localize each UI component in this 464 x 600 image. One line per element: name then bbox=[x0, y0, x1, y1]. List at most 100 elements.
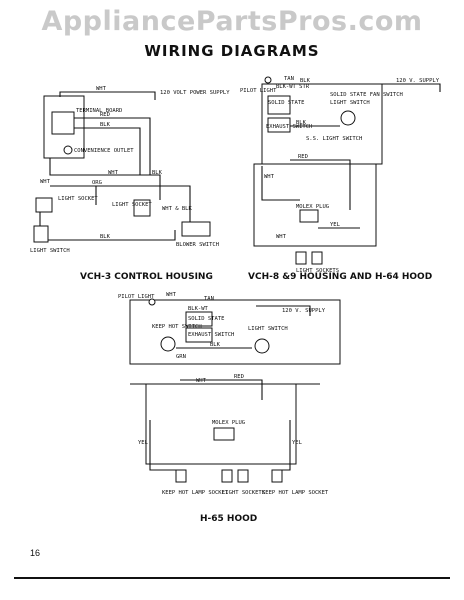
vch3-light-switch-label: LIGHT SWITCH bbox=[30, 248, 70, 254]
vch3-terminal-board bbox=[51, 111, 75, 135]
vch89-solid-state-box bbox=[267, 95, 291, 115]
vch89-molex-label: MOLEX PLUG bbox=[296, 204, 329, 210]
vch3-wht-blk-label: WHT & BLK bbox=[162, 206, 192, 212]
vch89-light-switch-label: LIGHT SWITCH bbox=[330, 100, 370, 106]
vch89-wht-wire bbox=[261, 166, 300, 201]
vch3-wht-mid-label: WHT bbox=[108, 170, 119, 176]
vch89-light-sockets-label: LIGHT SOCKETS bbox=[296, 268, 339, 274]
diagram-vch3: WHT 120 VOLT POWER SUPPLY RED BLK TERMIN… bbox=[30, 86, 230, 254]
h65-keep-hot-lamp-right bbox=[271, 469, 283, 483]
vch89-red-wire bbox=[290, 159, 351, 210]
h65-supply-wire bbox=[256, 305, 311, 316]
vch89-red-label: RED bbox=[298, 154, 308, 160]
h65-yel-right-wire bbox=[276, 420, 291, 471]
h65-grn-label: GRN bbox=[176, 354, 186, 360]
h65-keep-hot-lamp-left bbox=[175, 469, 187, 483]
page-title: WIRING DIAGRAMS bbox=[144, 42, 320, 60]
diagram-h65: PILOT LIGHT TAN BLK-WT SOLID STATE EXHAU… bbox=[118, 292, 341, 496]
vch89-supply-label: 120 V. SUPPLY bbox=[396, 78, 440, 84]
vch89-fan-note: SOLID STATE FAN SWITCH bbox=[330, 92, 403, 98]
h65-hood-box bbox=[145, 383, 297, 465]
page-number: 16 bbox=[30, 548, 41, 558]
vch3-outlet-label: CONVENIENCE OUTLET bbox=[74, 148, 134, 154]
h65-pilot-light bbox=[148, 298, 156, 306]
h65-blk-wt-label: BLK-WT bbox=[188, 306, 209, 312]
h65-keep-hot-lamp-left-label: KEEP HOT LAMP SOCKET bbox=[162, 490, 229, 496]
h65-keep-hot-switch bbox=[160, 336, 176, 352]
vch89-pilot-light bbox=[264, 76, 272, 84]
vch3-light-socket-left bbox=[35, 197, 53, 213]
vch89-wht-label: WHT bbox=[264, 174, 275, 180]
vch89-molex-plug bbox=[299, 209, 319, 223]
caption-h65: H-65 HOOD bbox=[200, 514, 258, 524]
vch3-blower-switch-label: BLOWER SWITCH bbox=[176, 242, 219, 248]
h65-light-sockets-label: LIGHT SOCKETS bbox=[222, 490, 265, 496]
h65-light-switch-label: LIGHT SWITCH bbox=[248, 326, 288, 332]
vch3-wht-top-label: WHT bbox=[96, 86, 107, 92]
h65-molex-label: MOLEX PLUG bbox=[212, 420, 245, 426]
h65-keep-hot-label: KEEP HOT SWITCH bbox=[152, 324, 202, 330]
vch3-wht-main-wire bbox=[49, 158, 161, 200]
vch3-blk-bottom-label: BLK bbox=[100, 234, 111, 240]
h65-molex-plug bbox=[213, 427, 235, 441]
vch89-exhaust-switch-box bbox=[267, 117, 291, 133]
h65-light-switch bbox=[254, 338, 270, 354]
vch89-blk-mid-label: BLK bbox=[296, 120, 307, 126]
vch3-convenience-outlet bbox=[63, 145, 73, 155]
diagram-vch8-9: PILOT LIGHT TAN BLK-WT STR SOLID STATE E… bbox=[240, 76, 441, 274]
vch89-supply-wire bbox=[330, 83, 441, 92]
vch89-exhaust-label: EXHAUST SWITCH bbox=[266, 124, 312, 130]
vch89-blk-top-label: BLK bbox=[300, 78, 311, 84]
vch3-org-label: ORG bbox=[92, 180, 102, 186]
vch89-solid-state-label: SOLID STATE bbox=[268, 100, 304, 106]
vch3-blk-label: BLK bbox=[100, 122, 111, 128]
vch3-terminal-label: TERMINAL BOARD bbox=[76, 108, 122, 114]
h65-exhaust-switch-box bbox=[185, 327, 213, 343]
h65-light-socket-left bbox=[221, 469, 233, 483]
vch3-supply-label: 120 VOLT POWER SUPPLY bbox=[160, 90, 230, 96]
vch89-housing-box bbox=[253, 163, 377, 247]
vch89-yel-label: YEL bbox=[330, 222, 341, 228]
h65-yel-left-label: YEL bbox=[138, 440, 149, 446]
h65-solid-state-box bbox=[185, 311, 213, 327]
vch89-light-switch bbox=[340, 110, 356, 126]
h65-keep-hot-lamp-right-label: KEEP HOT LAMP SOCKET bbox=[262, 490, 329, 496]
vch3-org-wire bbox=[50, 185, 191, 222]
vch89-light-socket-left bbox=[295, 251, 307, 265]
h65-control-box bbox=[129, 299, 341, 365]
h65-wht-top-label: WHT bbox=[166, 292, 177, 298]
vch3-blower-switch bbox=[181, 221, 211, 237]
vch3-wht-left-label: WHT bbox=[40, 179, 51, 185]
h65-wht-mid-label: WHT bbox=[196, 378, 207, 384]
vch89-blk-wt-str-label: BLK-WT STR bbox=[276, 84, 310, 90]
caption-vch8-9: VCH-8 &9 HOUSING AND H-64 HOOD bbox=[248, 272, 433, 282]
caption-vch3: VCH-3 CONTROL HOUSING bbox=[80, 272, 213, 282]
vch3-blk-bottom-wire bbox=[40, 230, 176, 241]
watermark: AppliancePartsPros.com bbox=[41, 6, 423, 37]
h65-red-label: RED bbox=[234, 374, 244, 380]
h65-supply-label: 120 V. SUPPLY bbox=[282, 308, 326, 314]
h65-tan-label: TAN bbox=[204, 296, 214, 302]
vch3-light-socket-right bbox=[133, 199, 151, 217]
vch3-red-wire bbox=[74, 117, 151, 175]
vch89-light-note: S.S. LIGHT SWITCH bbox=[306, 136, 362, 142]
h65-exhaust-label: EXHAUST SWITCH bbox=[188, 332, 234, 338]
h65-blk-label: BLK bbox=[210, 342, 221, 348]
h65-red-wire bbox=[180, 379, 263, 400]
vch89-wht-bottom-label: WHT bbox=[276, 234, 287, 240]
vch3-wht-supply-wire bbox=[59, 91, 156, 100]
vch3-light-socket-label: LIGHT SOCKET bbox=[58, 196, 98, 202]
h65-light-socket-right bbox=[237, 469, 249, 483]
vch3-light-switch bbox=[33, 225, 49, 243]
vch3-light-socket-right-label: LIGHT SOCKET bbox=[112, 202, 152, 208]
h65-solid-state-label: SOLID STATE bbox=[188, 316, 224, 322]
h65-yel-left-wire bbox=[149, 420, 180, 471]
h65-yel-right-label: YEL bbox=[292, 440, 303, 446]
vch89-tan-label: TAN bbox=[284, 76, 294, 82]
vch3-red-label: RED bbox=[100, 112, 110, 118]
vch89-light-socket-right bbox=[311, 251, 323, 265]
h65-pilot-label: PILOT LIGHT bbox=[118, 294, 155, 300]
vch3-blk-right-label: BLK bbox=[152, 170, 163, 176]
vch3-blk-wire bbox=[74, 127, 141, 175]
